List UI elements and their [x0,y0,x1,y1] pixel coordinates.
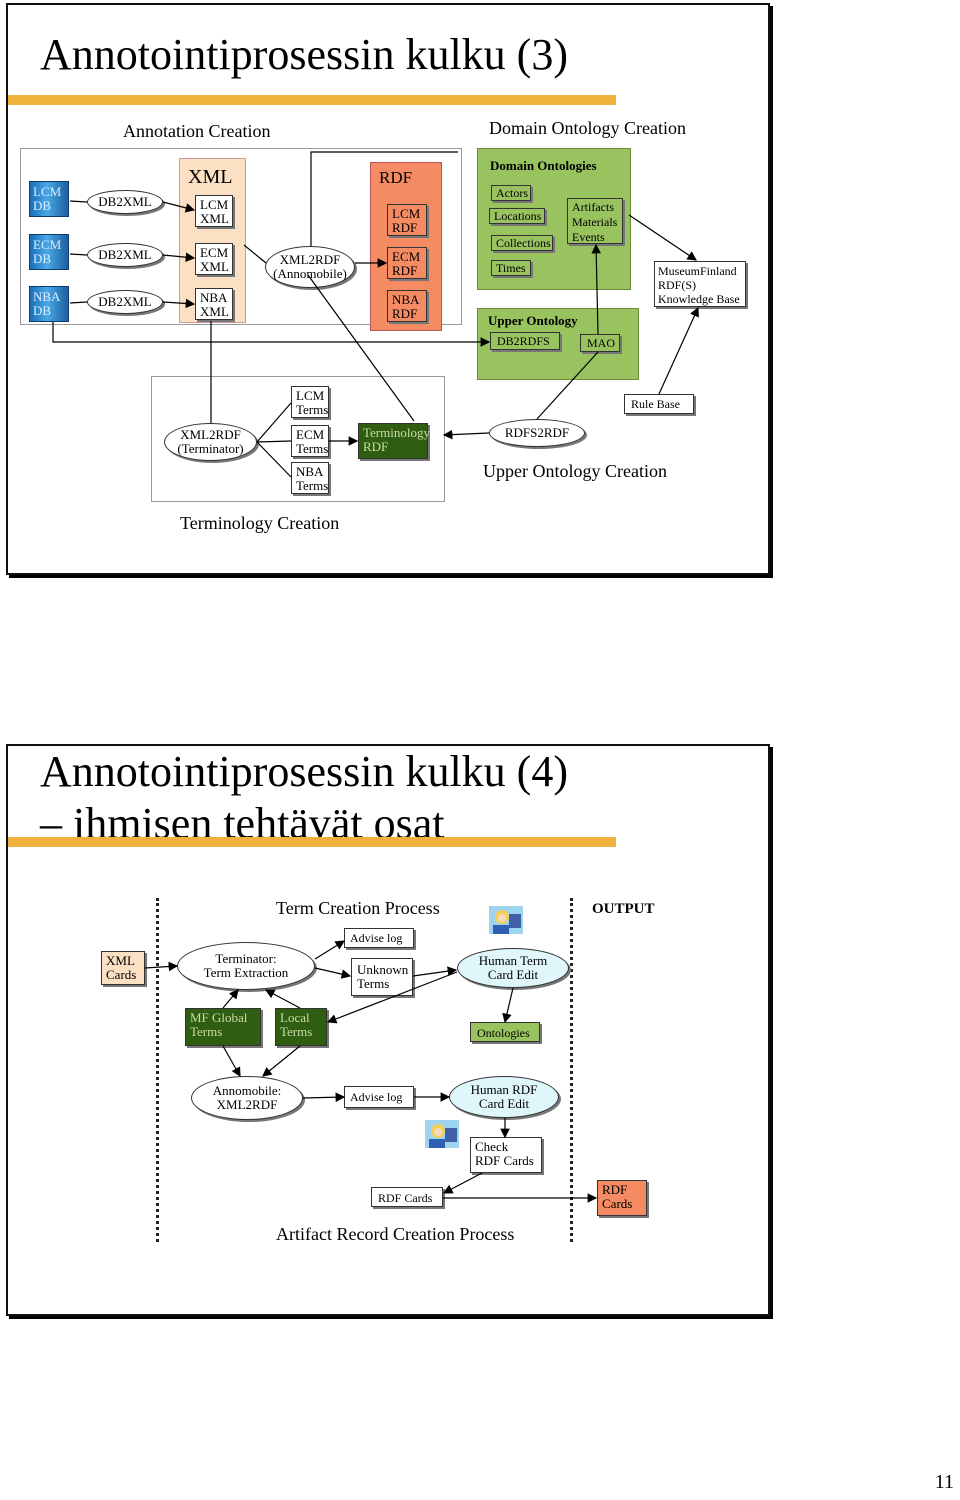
slide-2-title-line-1: Annotointiprosessin kulku (4) [40,747,568,796]
title-underline [8,837,616,847]
domain-item-actors: Actors [491,185,531,201]
domain-ontology-creation-label: Domain Ontology Creation [489,118,686,138]
annomobile-oval: Annomobile:XML2RDF [191,1076,303,1120]
page-number: 11 [934,1471,954,1493]
terminator-oval: Terminator:Term Extraction [177,942,315,990]
db2xml-oval-2: DB2XML [87,243,163,267]
xml-header: XML [188,166,233,188]
xml2rdf-terminator: XML2RDF(Terminator) [164,423,257,461]
artifact-record-creation-process-label: Artifact Record Creation Process [276,1224,515,1244]
upper-ontology-creation-label: Upper Ontology Creation [483,461,667,481]
nba-rdf: NBA RDF [387,290,427,322]
xml2rdf-annomobile: XML2RDF(Annomobile) [265,246,355,288]
domain-item-locations: Locations [489,208,545,224]
term-creation-process-label: Term Creation Process [276,898,440,918]
slide-1: Annotointiprosessin kulku (3) Annotation… [6,3,770,575]
domain-ontologies-title: Domain Ontologies [490,158,597,173]
slide-1-title: Annotointiprosessin kulku (3) [40,30,568,79]
separator-right [570,898,573,1242]
slide-2: Annotointiprosessin kulku (4) – ihmisen … [6,744,770,1316]
ecm-xml: ECM XML [195,243,233,275]
rule-base-box: Rule Base [624,394,694,414]
lcm-terms: LCM Terms [291,386,329,418]
person-icon [489,906,523,934]
domain-item-times: Times [491,260,531,276]
rdf-cards-box: RDF Cards [371,1187,443,1207]
domain-item-collections: Collections [491,235,553,251]
rdf-header: RDF [379,168,413,187]
upper-ontology-title: Upper Ontology [488,313,578,328]
mao-box: MAO [580,334,620,352]
output-label: OUTPUT [592,901,655,917]
ecm-rdf: ECM RDF [387,247,427,279]
annotation-group-outline [20,148,462,325]
nba-terms: NBA Terms [291,462,329,494]
rdfs2rdf-oval: RDFS2RDF [489,419,585,447]
db2xml-oval-1: DB2XML [87,190,163,214]
separator-left [156,898,159,1242]
advise-log-box-1: Advise log [344,928,414,948]
lcm-rdf: LCM RDF [387,204,427,236]
nba-xml: NBA XML [195,288,233,320]
nba-db: NBA DB [29,286,69,322]
db2rdfs-box: DB2RDFS [490,332,560,350]
title-underline [8,95,616,105]
lcm-xml: LCM XML [195,195,233,227]
annotation-creation-label: Annotation Creation [123,121,271,141]
slide-2-connectors [144,940,598,1203]
db2xml-oval-3: DB2XML [87,290,163,314]
ecm-terms: ECM Terms [291,425,329,457]
person-icon [425,1120,459,1148]
lcm-db: LCM DB [29,181,69,217]
slide-1-connectors [52,151,699,478]
ontologies-box: Ontologies [470,1022,540,1042]
ecm-db: ECM DB [29,234,69,270]
terminology-creation-label: Terminology Creation [180,513,340,533]
